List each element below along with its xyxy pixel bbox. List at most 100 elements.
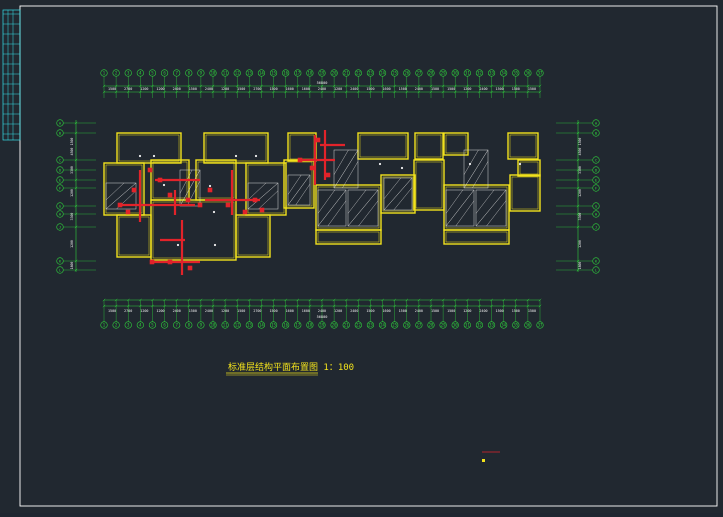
dim-tick (74, 168, 78, 172)
axis-bubble-label: 10 (211, 323, 216, 328)
dim-tick (199, 298, 203, 302)
dim-tick (74, 158, 78, 162)
stair-hatch (317, 189, 347, 227)
dim-tick (296, 90, 300, 94)
dim-text: 1500 (512, 309, 520, 313)
axis-bubble-label: 28 (429, 323, 434, 328)
total-dim-text: 56800 (317, 315, 328, 319)
stair-hatch (475, 189, 507, 227)
axis-bubble-label: E (59, 178, 62, 183)
hatch-line (247, 182, 267, 201)
room-wall (150, 199, 237, 261)
hatch-line (347, 189, 379, 227)
axis-bubble-label: 24 (380, 71, 385, 76)
axis-bubble-label: 9 (200, 71, 203, 76)
dim-text: 3300 (578, 213, 582, 221)
axis-bubble-label: 11 (223, 71, 228, 76)
room-wall-inner (416, 134, 442, 158)
dim-tick (272, 84, 275, 88)
axis-bubble (475, 69, 484, 77)
dim-text: 1200 (70, 240, 74, 248)
axis-bubble-label: 36 (525, 323, 530, 328)
axis-bubble-label: 8 (188, 71, 191, 76)
stair-hatch (247, 182, 279, 210)
dim-tick (502, 298, 506, 302)
dim-tick (260, 90, 263, 94)
axis-bubble (512, 69, 520, 77)
dim-tick (284, 84, 288, 88)
axis-bubble-label: 32 (477, 71, 482, 76)
hatch-line (358, 200, 379, 227)
dim-text: 1500 (269, 309, 277, 313)
hatch-line (486, 200, 507, 227)
axis-bubble (209, 69, 217, 77)
annotation-mark (162, 183, 166, 187)
axis-bubble-label: 16 (283, 71, 288, 76)
dim-tick (417, 298, 421, 302)
dim-tick (478, 90, 481, 94)
stair-hatch (287, 174, 311, 206)
dim-tick (114, 90, 118, 94)
axis-bubble-label: 36 (525, 71, 530, 76)
dim-tick (211, 84, 215, 88)
axis-bubble-label: F (595, 186, 598, 191)
axis-bubble (500, 69, 508, 77)
dim-text: 1600 (286, 87, 294, 91)
room-wall (315, 229, 382, 245)
dim-text: 2400 (350, 309, 358, 313)
dim-tick (526, 304, 530, 308)
axis-bubble (185, 69, 193, 77)
annotation-mark (254, 154, 258, 158)
room-wall (235, 214, 271, 258)
axis-bubble (415, 69, 423, 77)
room-wall-inner (118, 134, 180, 162)
axis-bubble (487, 69, 496, 77)
axis-bubble-label: 15 (271, 323, 276, 328)
axis-bubble (306, 69, 314, 77)
dim-tick (332, 84, 336, 88)
dim-tick (576, 259, 580, 263)
dim-tick (163, 84, 166, 88)
dim-text: 1500 (189, 87, 197, 91)
axis-bubble-label: 33 (489, 323, 494, 328)
axis-bubble (378, 69, 387, 77)
axis-bubble-label: 27 (416, 71, 421, 76)
dim-tick (576, 212, 580, 216)
hatch-line (258, 190, 279, 210)
room-wall-inner (152, 201, 235, 259)
room-wall-inner (237, 216, 269, 256)
axis-bubble-label: 13 (247, 323, 252, 328)
legend-note (482, 451, 500, 462)
column (187, 265, 193, 271)
axis-bubble (160, 69, 169, 77)
dim-text: 1200 (463, 87, 471, 91)
hatch-line (463, 149, 479, 175)
column (167, 259, 173, 265)
axis-bubble (221, 69, 229, 77)
room-wall (507, 132, 539, 160)
axis-bubble-label: E (595, 178, 598, 183)
dim-tick (465, 90, 469, 94)
dim-tick (320, 90, 324, 94)
axis-bubble (451, 69, 459, 77)
dim-text: 2400 (318, 309, 326, 313)
dim-tick (175, 90, 179, 94)
hatch-line (105, 182, 137, 210)
axis-bubble-label: 9 (200, 323, 203, 328)
dim-tick (417, 304, 421, 308)
axis-bubble (427, 69, 435, 77)
axis-bubble-label: 28 (429, 71, 434, 76)
dim-tick (514, 298, 518, 302)
stair-hatch (463, 149, 489, 189)
dim-tick (332, 298, 336, 302)
room-wall (287, 132, 317, 162)
dim-text: 1200 (334, 309, 342, 313)
dim-text: 1500 (399, 309, 407, 313)
dim-text: 2400 (205, 87, 213, 91)
hatch-box (333, 149, 359, 189)
stair-hatch (445, 189, 475, 227)
axis-bubble-label: 37 (538, 71, 543, 76)
